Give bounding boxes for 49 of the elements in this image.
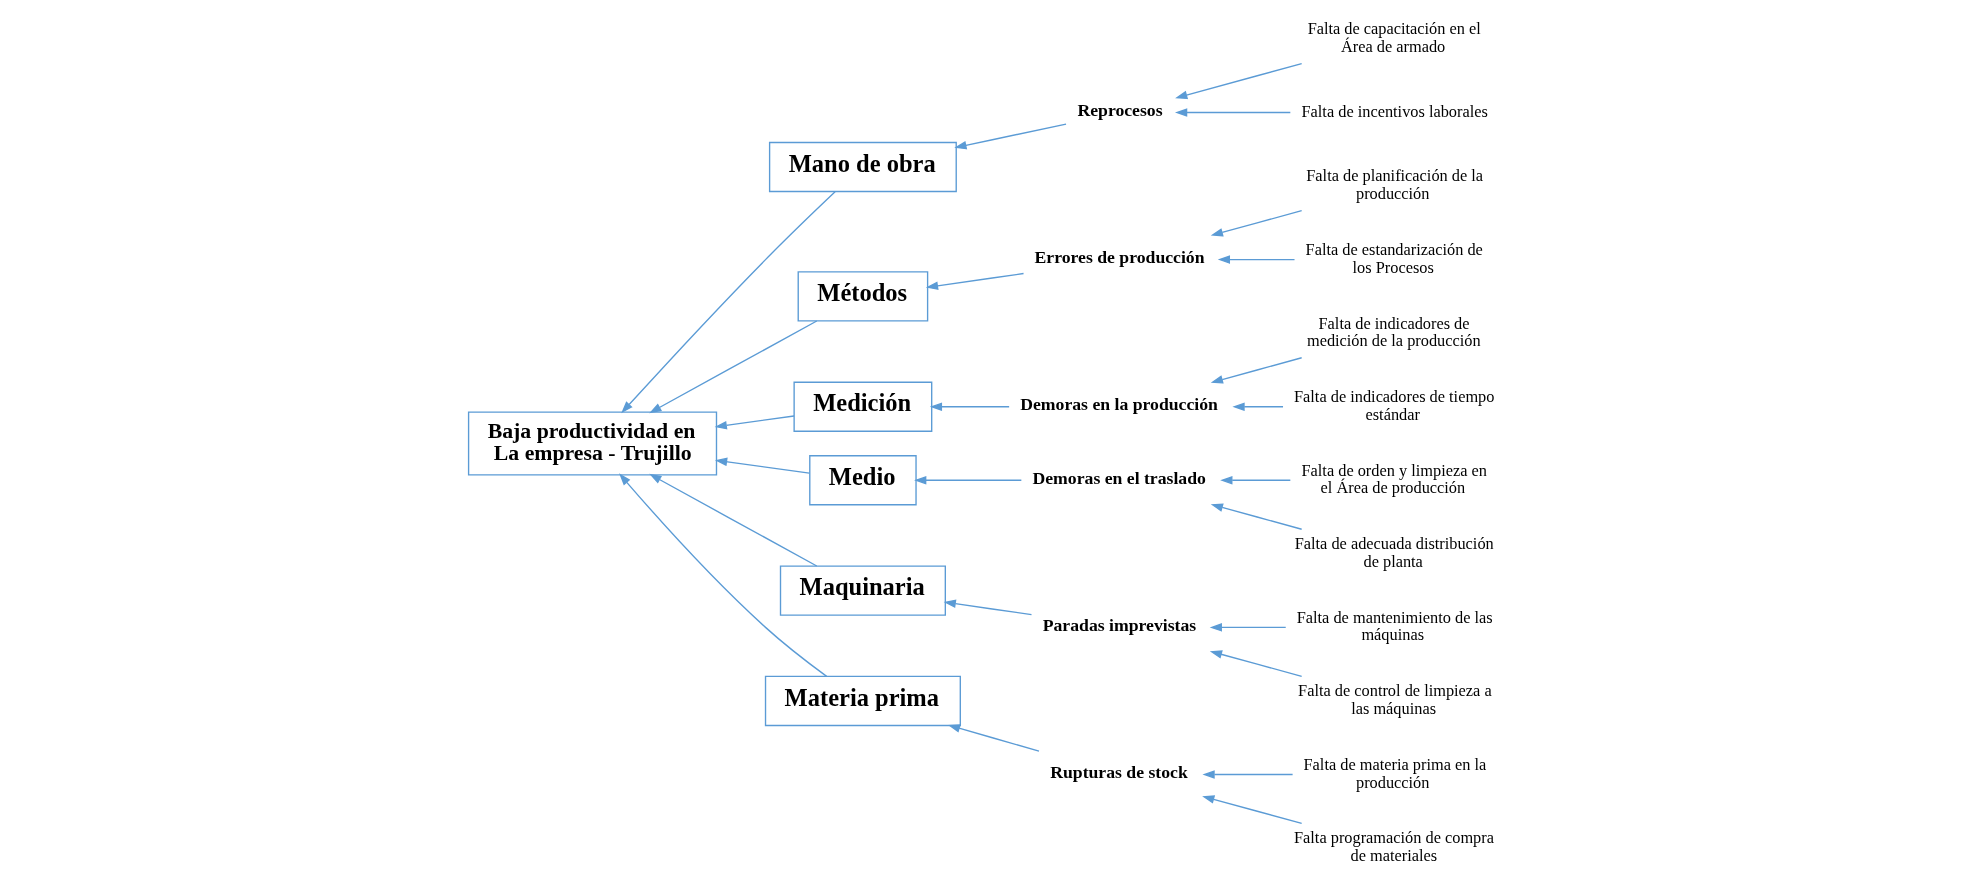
node-text: Falta de materia prima en la producción bbox=[1303, 754, 1486, 792]
arrow bbox=[1217, 254, 1295, 264]
node-text: Falta de adecuada distribución de planta bbox=[1294, 533, 1494, 571]
node-text: Falta de planificación de la producción bbox=[1305, 165, 1483, 203]
arrow bbox=[943, 599, 1032, 615]
arrow bbox=[648, 319, 817, 413]
node-text: Demoras en la producción bbox=[1019, 393, 1218, 414]
arrow bbox=[1201, 769, 1293, 779]
node-box: Baja productividad en La empresa - Trujillo bbox=[467, 411, 717, 475]
node-text: Falta de orden y limpieza en el Área de producción bbox=[1301, 460, 1487, 497]
arrow bbox=[1219, 475, 1291, 485]
arrow bbox=[925, 272, 1024, 290]
arrow bbox=[618, 472, 827, 677]
node-box: Materia prima bbox=[764, 675, 961, 726]
arrow bbox=[714, 414, 795, 429]
node-box: Métodos bbox=[797, 270, 928, 322]
arrow bbox=[648, 473, 817, 567]
node-text: Falta de estandarización de los Procesos bbox=[1305, 239, 1483, 277]
arrow bbox=[714, 457, 810, 474]
node-text: Falta de capacitación en el Área de armado bbox=[1307, 18, 1481, 56]
arrow bbox=[1210, 502, 1302, 530]
arrow bbox=[1231, 401, 1284, 411]
arrow bbox=[953, 122, 1067, 149]
node-box: Medición bbox=[792, 381, 932, 432]
arrow bbox=[1210, 356, 1302, 384]
arrow bbox=[929, 401, 1010, 411]
node-box: Maquinaria bbox=[779, 564, 946, 616]
arrow bbox=[1209, 622, 1286, 632]
node-text: Reprocesos bbox=[1076, 99, 1163, 120]
arrow bbox=[1210, 209, 1302, 236]
arrow bbox=[1174, 62, 1302, 99]
node-box: Mano de obra bbox=[768, 141, 957, 192]
node-text: Falta programación de compra de materiales bbox=[1293, 827, 1494, 865]
node-text: Falta de indicadores de tiempo estándar bbox=[1293, 386, 1494, 424]
node-text: Falta de control de limpieza a las máquinas bbox=[1297, 680, 1492, 718]
node-text: Demoras en el traslado bbox=[1031, 467, 1206, 488]
node-text: Falta de mantenimiento de las máquinas bbox=[1296, 607, 1493, 644]
arrow bbox=[947, 723, 1040, 752]
node-text: Falta de indicadores de medición de la producción bbox=[1306, 313, 1481, 350]
arrow bbox=[1209, 649, 1302, 677]
node-text: Falta de incentivos laborales bbox=[1301, 101, 1488, 121]
node-text: Rupturas de stock bbox=[1049, 761, 1188, 782]
arrow bbox=[1201, 794, 1302, 824]
arrow bbox=[1174, 107, 1291, 117]
node-text: Paradas imprevistas bbox=[1042, 614, 1196, 635]
arrow bbox=[913, 475, 1022, 485]
node-box: Medio bbox=[808, 454, 917, 505]
node-text: Errores de producción bbox=[1034, 246, 1205, 267]
arrow bbox=[620, 190, 836, 413]
